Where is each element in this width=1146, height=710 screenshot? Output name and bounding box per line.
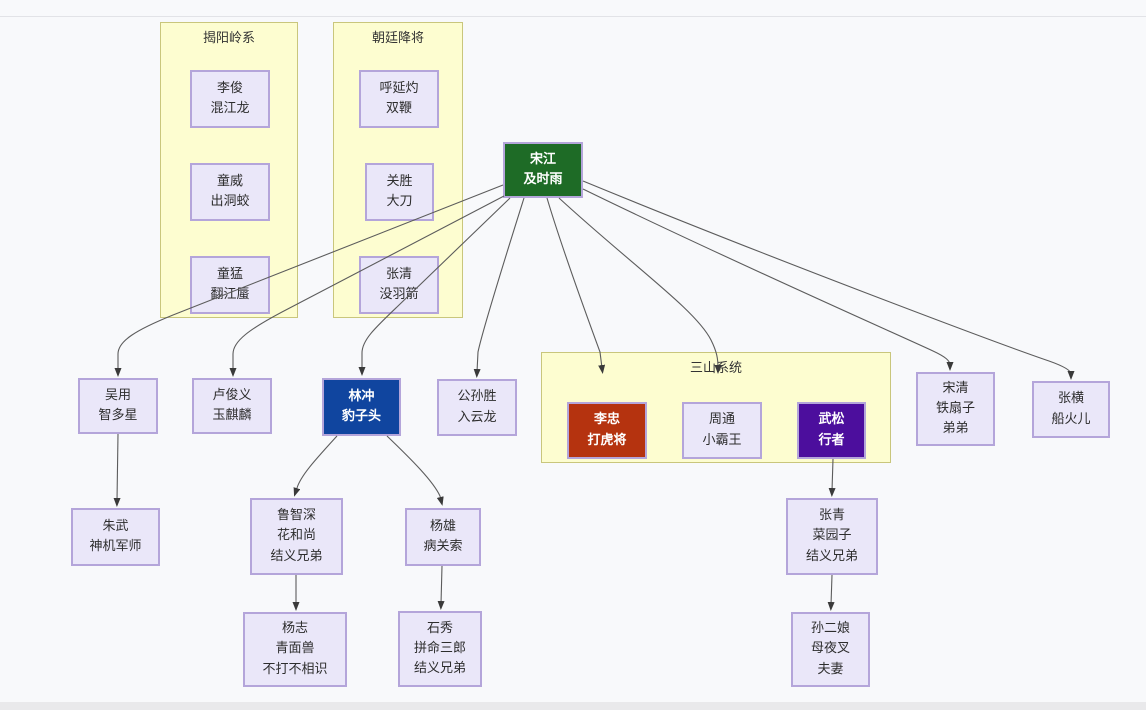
node-nickname: 母夜叉 [810,641,850,657]
node-nickname: 船火儿 [1051,411,1091,427]
node-yang-xiong[interactable]: 杨雄 病关索 [405,508,481,566]
node-name: 杨志 [281,621,308,637]
node-gong-sun-sheng[interactable]: 公孙胜 入云龙 [437,379,517,436]
node-hu-yan-zhuo[interactable]: 呼延灼 双鞭 [359,70,439,128]
node-nickname: 入云龙 [457,409,497,425]
node-nickname: 豹子头 [341,409,381,424]
node-name: 周通 [708,412,735,428]
node-lu-jun-yi[interactable]: 卢俊义 玉麒麟 [192,378,272,434]
node-tong-wei[interactable]: 童威 出洞蛟 [190,163,270,221]
node-nickname: 小霸王 [702,432,742,448]
node-name: 童猛 [216,266,243,282]
edge-wuYong-zhuWu [113,433,121,507]
node-name: 武松 [818,412,845,428]
node-nickname: 菜园子 [812,528,852,544]
edge-songJiang-sanshan [546,197,606,374]
node-name: 公孙胜 [457,389,497,405]
edge-yangXiong-shiXiu [437,565,445,610]
group-title: 揭阳岭系 [202,31,255,46]
node-nickname: 行者 [818,432,845,448]
node-shi-xiu[interactable]: 石秀 拼命三郎 结义兄弟 [398,611,482,687]
node-nickname: 智多星 [98,408,138,423]
node-zhou-tong[interactable]: 周通 小霸王 [682,402,762,459]
node-wu-song[interactable]: 武松 行者 [797,402,866,459]
node-name: 李俊 [216,80,243,96]
node-name: 吴用 [104,387,131,403]
edge-songJiang-songQing [582,188,954,371]
node-song-jiang[interactable]: 宋江 及时雨 [503,142,583,198]
node-song-qing[interactable]: 宋清 铁扇子 弟弟 [916,372,995,446]
edge-linChong-luZhiShen [293,435,338,497]
node-li-zhong[interactable]: 李忠 打虎将 [567,402,647,459]
node-relation: 夫妻 [817,661,844,677]
node-name: 卢俊义 [212,387,252,403]
node-zhang-heng[interactable]: 张横 船火儿 [1032,381,1110,438]
horizontal-scrollbar[interactable] [0,702,1146,710]
node-name: 张青 [818,508,845,524]
node-nickname: 出洞蛟 [210,194,250,209]
node-nickname: 病关索 [423,539,463,554]
node-nickname: 玉麒麟 [212,408,252,423]
node-li-jun[interactable]: 李俊 混江龙 [190,70,270,128]
node-nickname: 没羽箭 [379,287,419,302]
node-nickname: 拼命三郎 [413,640,466,656]
node-zhang-qing-veg[interactable]: 张青 菜园子 结义兄弟 [786,498,878,575]
node-zhang-qing-stone[interactable]: 张清 没羽箭 [359,256,439,314]
node-lin-chong[interactable]: 林冲 豹子头 [322,378,401,436]
node-name: 关胜 [386,173,413,189]
node-name: 杨雄 [429,518,456,534]
node-tong-meng[interactable]: 童猛 翻江蜃 [190,256,270,314]
node-nickname: 混江龙 [210,101,250,116]
node-name: 朱武 [102,518,129,534]
node-nickname: 大刀 [386,194,413,209]
group-title: 朝廷降将 [371,31,424,46]
node-nickname: 青面兽 [275,641,315,657]
node-zhu-wu[interactable]: 朱武 神机军师 [71,508,160,566]
node-sun-er-niang[interactable]: 孙二娘 母夜叉 夫妻 [791,612,870,687]
node-name: 鲁智深 [276,508,316,524]
top-divider [0,16,1146,17]
node-name: 林冲 [348,388,375,404]
group-title: 三山系统 [689,361,742,376]
node-relation: 结义兄弟 [805,548,858,564]
edge-wuSong-zhangQingCai [828,458,836,497]
node-name: 呼延灼 [379,80,419,96]
node-lu-zhi-shen[interactable]: 鲁智深 花和尚 结义兄弟 [250,498,343,575]
node-name: 张清 [385,266,412,282]
node-relation: 结义兄弟 [413,661,466,677]
node-relation: 不打不相识 [262,661,328,677]
node-nickname: 神机军师 [89,539,142,554]
node-nickname: 翻江蜃 [210,287,250,302]
edge-linChong-yangXiong [386,435,444,506]
node-nickname: 打虎将 [587,432,627,448]
node-nickname: 及时雨 [523,172,563,187]
node-name: 李忠 [593,412,620,428]
edge-songJiang-zhangHeng [582,180,1075,380]
edge-songJiang-sanshan [558,197,722,374]
node-relation: 弟弟 [942,421,969,437]
node-name: 宋江 [529,151,556,167]
node-name: 宋清 [942,380,969,396]
node-guan-sheng[interactable]: 关胜 大刀 [365,163,434,221]
node-nickname: 双鞭 [385,101,412,116]
node-name: 孙二娘 [810,621,850,637]
node-relation: 结义兄弟 [270,548,323,564]
node-wu-yong[interactable]: 吴用 智多星 [78,378,158,434]
edge-zhangQingCai-sunErNiang [827,574,835,611]
node-nickname: 铁扇子 [935,400,975,416]
edge-songJiang-gongSunSheng [473,197,525,378]
node-name: 张横 [1057,391,1084,407]
node-nickname: 花和尚 [276,528,316,544]
node-name: 童威 [216,173,243,189]
node-name: 石秀 [426,620,453,636]
node-yang-zhi[interactable]: 杨志 青面兽 不打不相识 [243,612,347,687]
